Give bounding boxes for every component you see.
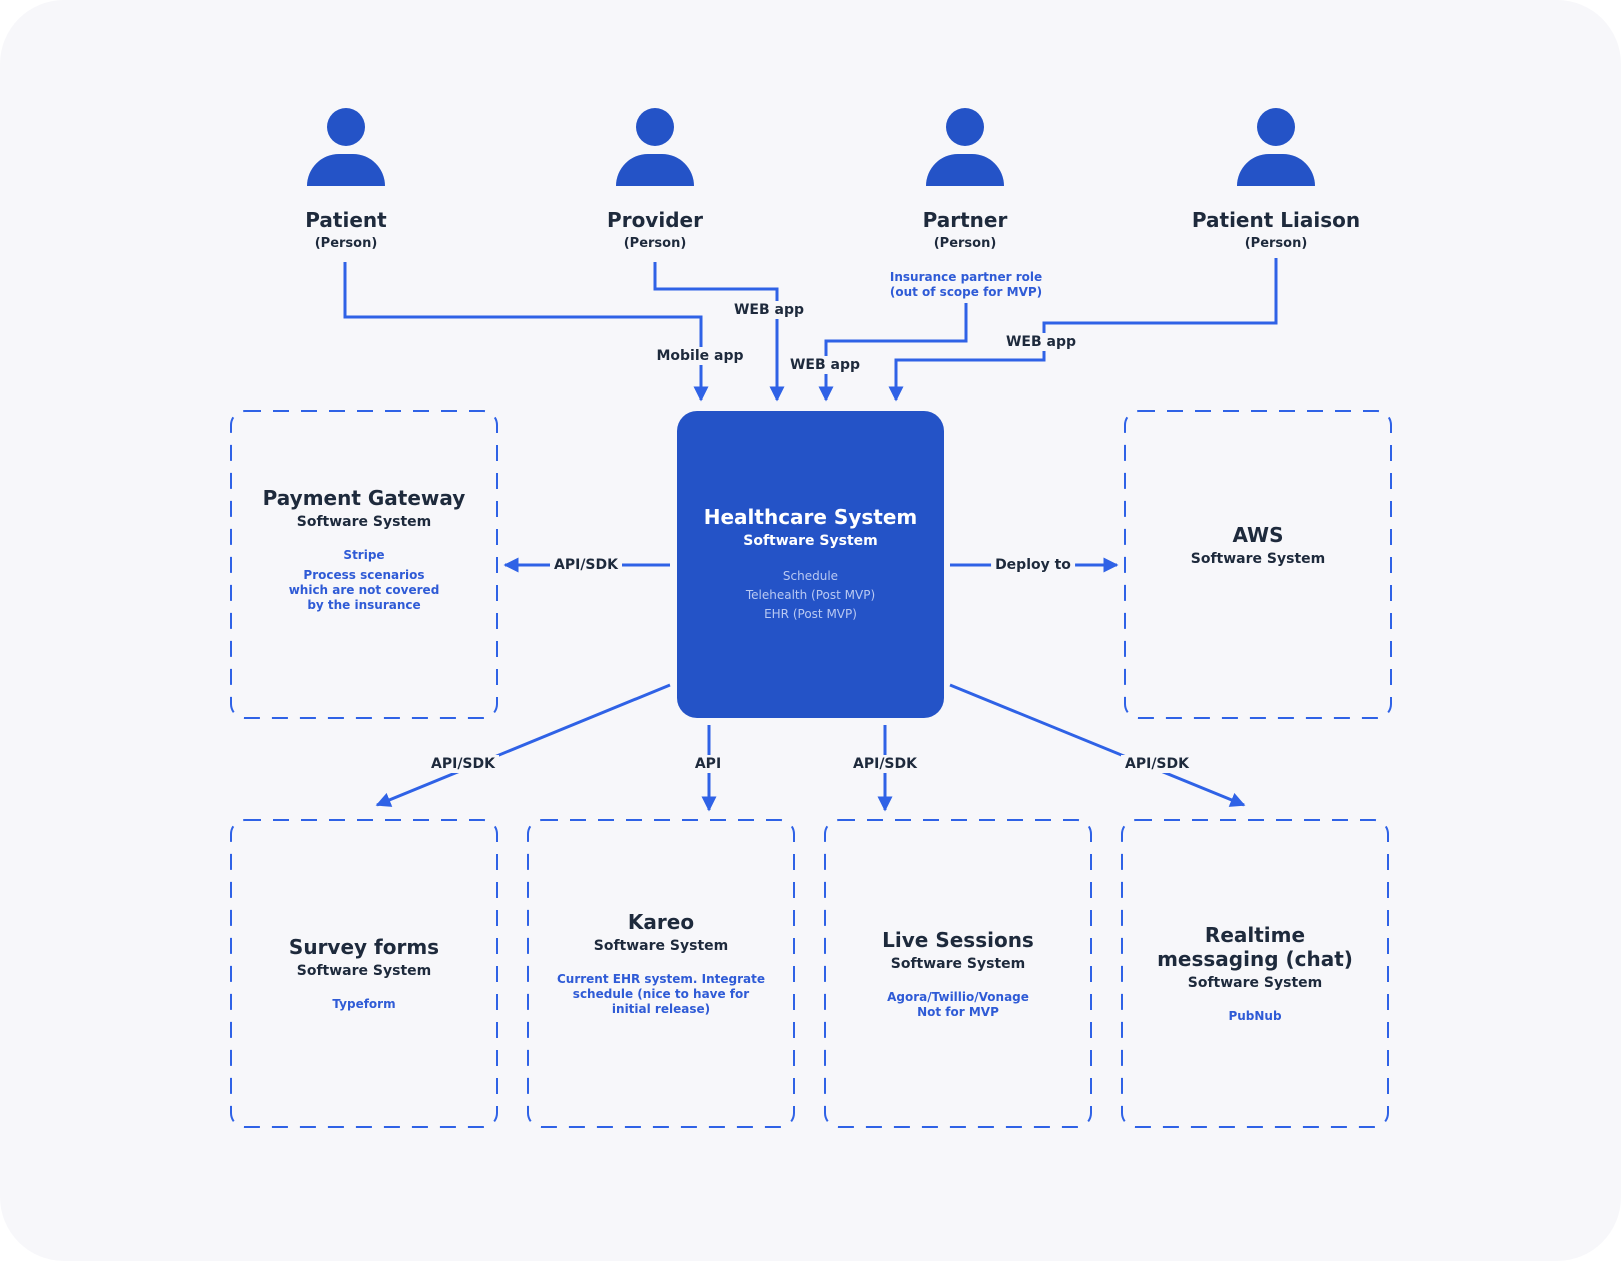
payment-gateway-frame — [230, 410, 498, 719]
person-body-icon — [926, 154, 1004, 186]
description-line: Stripe — [343, 548, 385, 562]
payment-gateway-box: Payment Gateway Software System Stripe P… — [231, 411, 497, 718]
feature-item: Schedule — [782, 569, 839, 583]
system-subtitle: Software System — [593, 938, 729, 954]
survey-connector — [375, 683, 671, 807]
system-title: Payment Gateway — [262, 486, 466, 510]
relation-label-liaison: WEB app — [1001, 333, 1081, 351]
description-line: Agora/Twillio/Vonage — [887, 989, 1029, 1004]
system-description: Stripe Process scenarios which are not c… — [289, 548, 440, 613]
system-subtitle: Software System — [1187, 975, 1323, 991]
survey-forms-frame — [230, 819, 498, 1128]
patient-connector — [343, 262, 709, 402]
person-name: Provider — [607, 208, 703, 232]
kareo-frame — [527, 819, 795, 1128]
person-kind: (Person) — [1244, 236, 1308, 251]
system-title: AWS — [1232, 522, 1284, 547]
relation-label-live-sessions: API/SDK — [849, 755, 921, 773]
description-line: PubNub — [1228, 1009, 1282, 1023]
relation-label-survey: API/SDK — [427, 755, 499, 773]
system-subtitle: Software System — [890, 955, 1026, 972]
relation-label-patient: Mobile app — [652, 347, 748, 365]
person-head-icon — [636, 108, 674, 146]
system-subtitle: Software System — [296, 963, 432, 979]
system-subtitle: Software System — [1190, 550, 1326, 567]
person-name: Patient Liaison — [1191, 208, 1361, 232]
chat-connector — [949, 683, 1246, 807]
system-title: Kareo — [627, 910, 695, 934]
system-title: Realtime messaging (chat) — [1157, 923, 1353, 971]
person-body-icon — [307, 154, 385, 186]
description-line: Current EHR system. Integrate schedule (… — [556, 972, 766, 1016]
kareo-box: Kareo Software System Current EHR system… — [528, 820, 794, 1127]
person-patient: Patient (Person) — [216, 108, 476, 251]
person-head-icon — [1257, 108, 1295, 146]
relation-label-chat: API/SDK — [1121, 755, 1193, 773]
chat-frame — [1121, 819, 1389, 1128]
person-name: Partner — [922, 208, 1008, 232]
person-provider: Provider (Person) — [525, 108, 785, 251]
person-patient-liaison: Patient Liaison (Person) — [1146, 108, 1406, 251]
person-partner: Partner (Person) — [835, 108, 1095, 251]
relation-label-partner: WEB app — [785, 356, 865, 374]
system-description: Current EHR system. Integrate schedule (… — [554, 972, 768, 1017]
relation-label-payment: API/SDK — [550, 556, 622, 574]
system-title: Survey forms — [288, 935, 440, 959]
aws-frame — [1124, 410, 1392, 719]
feature-item: EHR (Post MVP) — [764, 607, 857, 621]
description-line: Not for MVP — [917, 1004, 999, 1019]
person-head-icon — [327, 108, 365, 146]
relation-label-kareo: API — [690, 755, 726, 773]
system-description: Typeform — [332, 997, 395, 1012]
person-name: Patient — [305, 208, 387, 232]
relation-label-provider: WEB app — [729, 301, 809, 319]
system-description: Agora/Twillio/Vonage Not for MVP — [887, 990, 1029, 1020]
system-subtitle: Software System — [743, 533, 878, 549]
description-line: Typeform — [332, 997, 396, 1011]
realtime-messaging-box: Realtime messaging (chat) Software Syste… — [1122, 820, 1388, 1127]
person-body-icon — [616, 154, 694, 186]
live-sessions-frame — [824, 819, 1092, 1128]
description-line: Process scenarios which are not covered … — [288, 568, 440, 612]
healthcare-system-box: Healthcare System Software System Schedu… — [677, 411, 944, 718]
system-title: Live Sessions — [882, 927, 1034, 952]
system-description: PubNub — [1228, 1009, 1281, 1024]
person-kind: (Person) — [933, 236, 997, 251]
person-head-icon — [946, 108, 984, 146]
feature-item: Telehealth (Post MVP) — [745, 588, 876, 602]
system-subtitle: Software System — [296, 514, 432, 530]
system-title: Healthcare System — [703, 505, 918, 529]
provider-connector — [653, 262, 785, 402]
live-sessions-box: Live Sessions Software System Agora/Twil… — [825, 820, 1091, 1127]
survey-forms-box: Survey forms Software System Typeform — [231, 820, 497, 1127]
aws-box: AWS Software System — [1125, 411, 1391, 718]
partner-note: Insurance partner role (out of scope for… — [889, 270, 1043, 299]
relation-label-aws: Deploy to — [991, 556, 1075, 574]
system-features: Schedule Telehealth (Post MVP) EHR (Post… — [746, 567, 875, 624]
person-kind: (Person) — [314, 236, 378, 251]
person-kind: (Person) — [623, 236, 687, 251]
person-body-icon — [1237, 154, 1315, 186]
